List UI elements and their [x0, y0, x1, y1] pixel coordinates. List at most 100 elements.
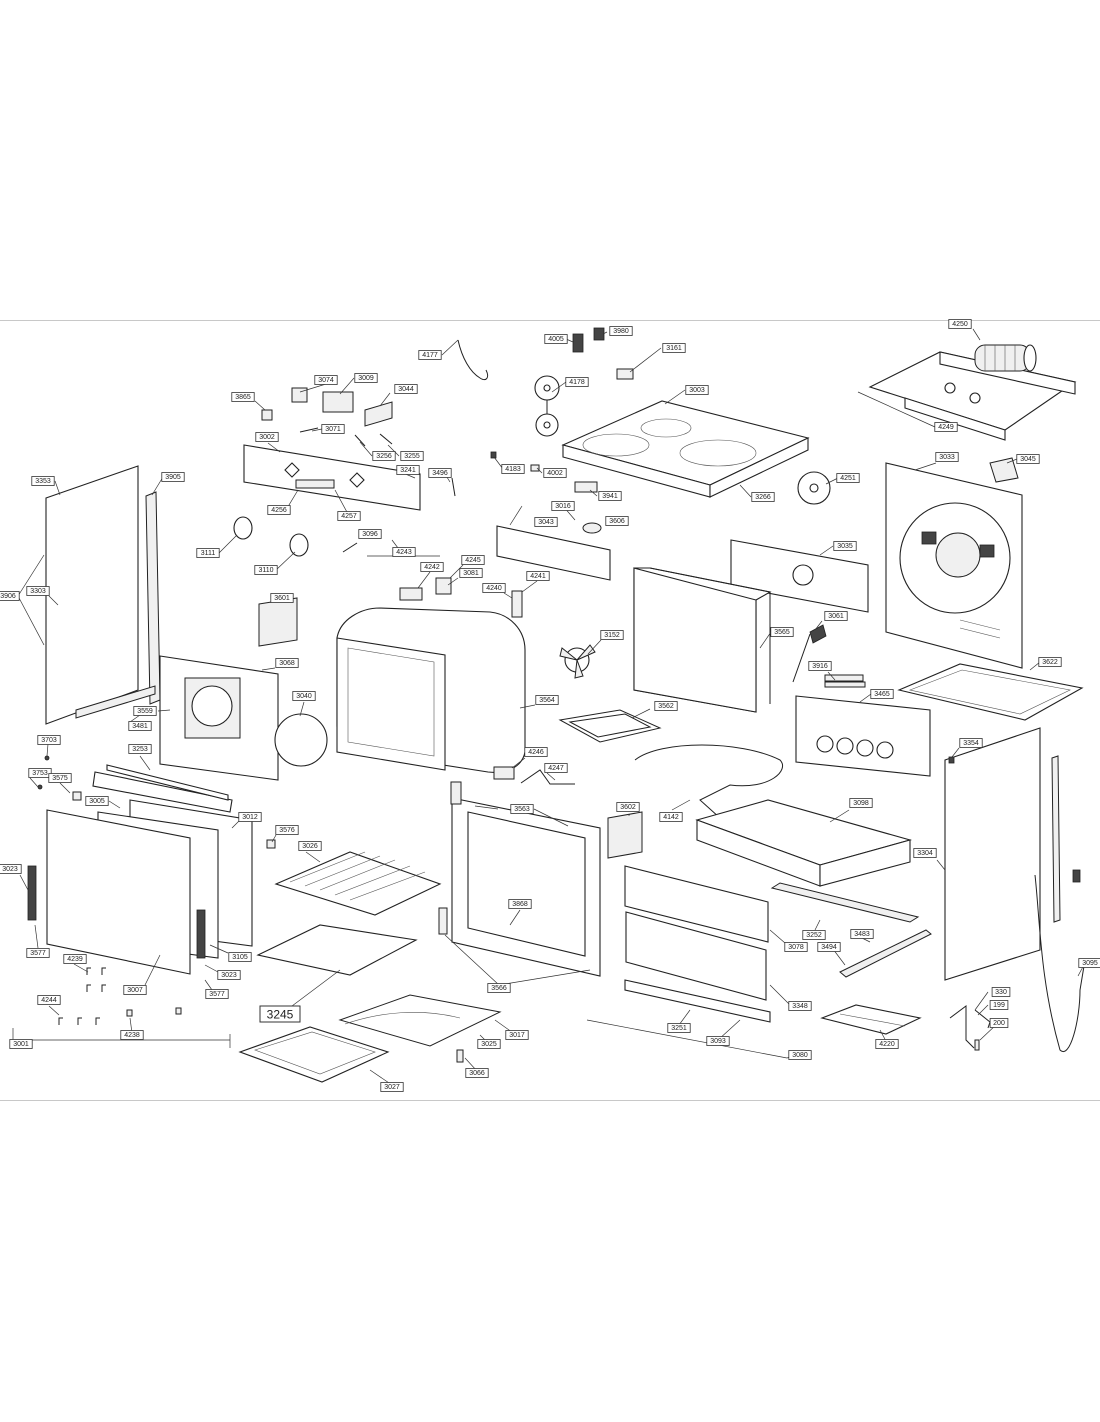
part-label-box	[501, 464, 525, 474]
lamp-parts	[399, 577, 523, 618]
part-label: 3481	[128, 721, 152, 731]
part-number-text: 4240	[486, 585, 502, 592]
part-number-text: 3563	[514, 806, 530, 813]
part-label: 3577	[26, 948, 50, 958]
part-number-text: 3016	[555, 503, 571, 510]
part-number-text: 3012	[242, 814, 258, 821]
part-label: 3576	[275, 825, 299, 835]
part-label-box	[817, 942, 841, 952]
part-number-text: 3483	[854, 931, 870, 938]
part-label-box	[196, 548, 220, 558]
oven-front-frame-part	[438, 781, 601, 977]
part-label-box	[254, 565, 278, 575]
part-number-text: 3255	[404, 453, 420, 460]
part-label: 3494	[817, 942, 841, 952]
part-number-text: 3023	[2, 866, 18, 873]
part-label-box	[85, 796, 109, 806]
part-label-box	[524, 747, 548, 757]
part-label-box	[989, 1000, 1009, 1010]
part-label: 3033	[935, 452, 959, 462]
baking-tray-part	[897, 663, 1084, 721]
part-number-text: 3152	[604, 632, 620, 639]
part-label: 4256	[267, 505, 291, 515]
part-label-box	[298, 841, 322, 851]
part-label-box	[913, 848, 937, 858]
part-label-box	[238, 812, 262, 822]
part-number-text: 4242	[424, 564, 440, 571]
part-number-text: 3576	[279, 827, 295, 834]
part-label: 3105	[228, 952, 252, 962]
part-number-text: 3093	[710, 1038, 726, 1045]
part-label-box	[609, 326, 633, 336]
part-label-box	[63, 954, 87, 964]
part-number-text: 4178	[569, 379, 585, 386]
part-number-text: 3017	[509, 1032, 525, 1039]
part-number-text: 4245	[465, 557, 481, 564]
part-number-text: 3241	[400, 467, 416, 474]
part-number-text: 4256	[271, 507, 287, 514]
part-label: 3023	[217, 970, 241, 980]
part-label-box	[544, 763, 568, 773]
part-number-text: 3074	[318, 377, 334, 384]
part-label-box	[428, 468, 452, 478]
part-number-text: 4243	[396, 549, 412, 556]
part-label: 3111	[196, 548, 220, 558]
part-label: 3078	[784, 942, 808, 952]
part-number-text: 4257	[341, 513, 357, 520]
part-number-text: 4251	[840, 475, 856, 482]
part-label: 3003	[685, 385, 709, 395]
part-label: 3906	[0, 591, 20, 601]
part-number-text: 199	[993, 1002, 1005, 1009]
part-label: 4247	[544, 763, 568, 773]
part-number-text: 3009	[358, 375, 374, 382]
part-label: 3905	[161, 472, 185, 482]
part-number-text: 4241	[530, 573, 546, 580]
part-number-text: 3353	[35, 478, 51, 485]
part-label: 3868	[508, 899, 532, 909]
part-label: 3074	[314, 375, 338, 385]
part-label-box	[543, 468, 567, 478]
part-label-box	[400, 451, 424, 461]
bottom-element-part	[820, 1004, 922, 1035]
part-label-box	[358, 529, 382, 539]
part-number-text: 4005	[548, 336, 564, 343]
part-number-text: 3044	[398, 386, 414, 393]
part-label-box	[605, 516, 629, 526]
part-label-box	[685, 385, 709, 395]
part-label-box	[48, 773, 72, 783]
part-label-box	[459, 568, 483, 578]
part-label: 4249	[934, 422, 958, 432]
part-label-box	[259, 1005, 301, 1023]
part-label: 3865	[231, 392, 255, 402]
part-label-box	[751, 492, 775, 502]
part-number-text: 3562	[658, 703, 674, 710]
fan-blade-part	[559, 644, 596, 679]
part-number-text: 330	[995, 989, 1007, 996]
drawer-front-part	[624, 865, 771, 1023]
part-label-box	[654, 701, 678, 711]
part-label-box	[267, 505, 291, 515]
part-label-box	[991, 987, 1011, 997]
part-number-text: 4249	[938, 424, 954, 431]
part-label: 4177	[418, 350, 442, 360]
door-glass-parts	[46, 764, 253, 975]
part-label: 4257	[337, 511, 361, 521]
ceramic-hob-part	[561, 400, 810, 498]
hob-connector-parts	[490, 451, 598, 493]
part-label: 3045	[1016, 454, 1040, 464]
part-label: 4183	[501, 464, 525, 474]
part-label-box	[31, 476, 55, 486]
part-label: 3577	[205, 989, 229, 999]
part-label-box	[9, 1039, 33, 1049]
part-number-text: 3078	[788, 944, 804, 951]
part-label: 3043	[534, 517, 558, 527]
part-label: 3255	[400, 451, 424, 461]
part-number-text: 3111	[201, 550, 216, 557]
part-label: 3023	[0, 864, 22, 874]
part-label: 4246	[524, 747, 548, 757]
part-label: 3044	[394, 384, 418, 394]
part-number-text: 3043	[538, 519, 554, 526]
part-label-box	[784, 942, 808, 952]
part-label-box	[372, 451, 396, 461]
